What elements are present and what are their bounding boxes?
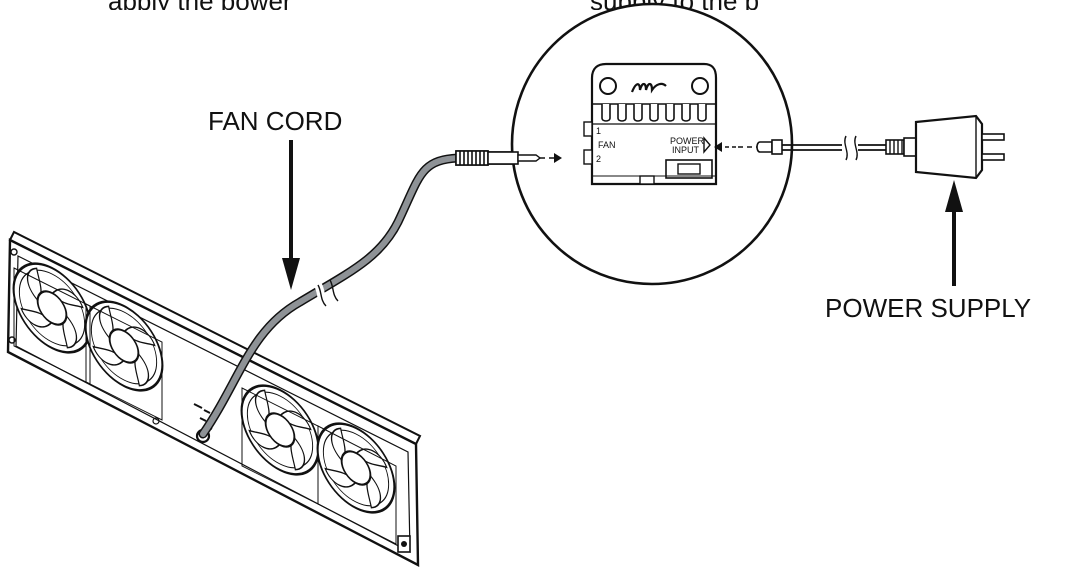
power-supply-adapter (844, 114, 1005, 180)
power-supply-label: POWER SUPPLY (825, 293, 1031, 323)
fan-port-1-label: 1 (596, 126, 601, 136)
fan-plug-connector (455, 150, 562, 166)
input-label: INPUT (672, 145, 700, 155)
dip-switches-icon (601, 104, 707, 122)
brand-logo-icon (630, 82, 667, 94)
fan-panel (6, 230, 422, 567)
fan-port-2-label: 2 (596, 154, 601, 164)
power-input-arrow-icon (703, 136, 711, 154)
caption-left: apply the power (108, 0, 292, 10)
fan-label: FAN (598, 140, 616, 150)
power-input-plug (714, 139, 842, 155)
fan-cord-arrow-icon (282, 140, 300, 290)
fan-cord-label: FAN CORD (208, 106, 342, 136)
fan-controller-module: 1 FAN 2 POWER INPUT (583, 62, 718, 186)
power-label: POWER (670, 136, 705, 146)
power-supply-arrow-icon (945, 180, 963, 286)
